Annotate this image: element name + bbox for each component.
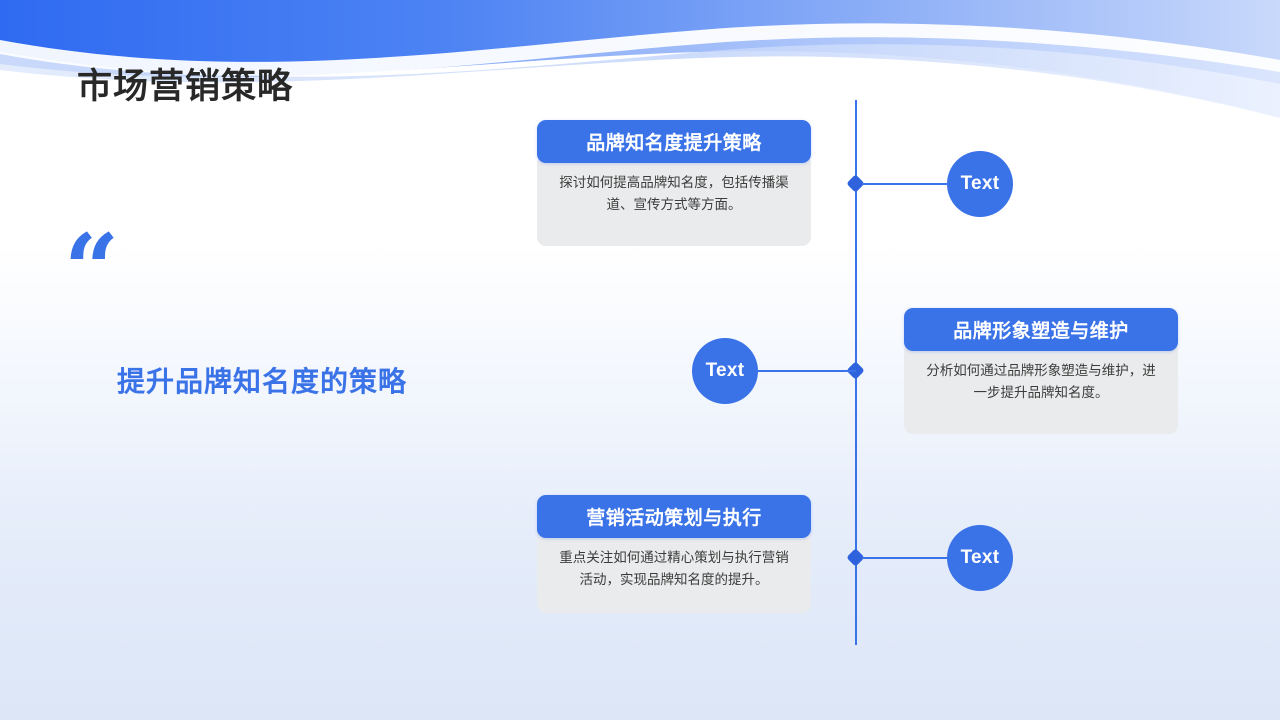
timeline-text-circle-1[interactable]: Text [947, 151, 1013, 217]
page-title: 市场营销策略 [77, 67, 294, 106]
quote-mark-icon: “ [64, 213, 120, 326]
quote-headline: 提升品牌知名度的策略 [117, 366, 408, 397]
content-card-1-title: 品牌知名度提升策略 [537, 120, 811, 163]
timeline-connector-3 [862, 557, 948, 559]
content-card-3-body: 重点关注如何通过精心策划与执行营销活动，实现品牌知名度的提升。 [537, 529, 811, 613]
timeline-text-circle-2-label: Text [705, 360, 745, 381]
content-card-2-title: 品牌形象塑造与维护 [904, 308, 1178, 351]
timeline-text-circle-3-label: Text [960, 547, 1000, 568]
content-card-3-title: 营销活动策划与执行 [537, 495, 811, 538]
content-card-2[interactable]: 品牌形象塑造与维护 分析如何通过品牌形象塑造与维护，进一步提升品牌知名度。 [904, 308, 1178, 434]
timeline-connector-2 [758, 370, 856, 372]
timeline-text-circle-1-label: Text [960, 173, 1000, 194]
content-card-3[interactable]: 营销活动策划与执行 重点关注如何通过精心策划与执行营销活动，实现品牌知名度的提升… [537, 495, 811, 613]
timeline-text-circle-3[interactable]: Text [947, 525, 1013, 591]
content-card-1-body: 探讨如何提高品牌知名度，包括传播渠道、宣传方式等方面。 [537, 154, 811, 246]
timeline-connector-1 [862, 183, 948, 185]
content-card-2-body: 分析如何通过品牌形象塑造与维护，进一步提升品牌知名度。 [904, 342, 1178, 434]
content-card-1[interactable]: 品牌知名度提升策略 探讨如何提高品牌知名度，包括传播渠道、宣传方式等方面。 [537, 120, 811, 246]
timeline-text-circle-2[interactable]: Text [692, 338, 758, 404]
